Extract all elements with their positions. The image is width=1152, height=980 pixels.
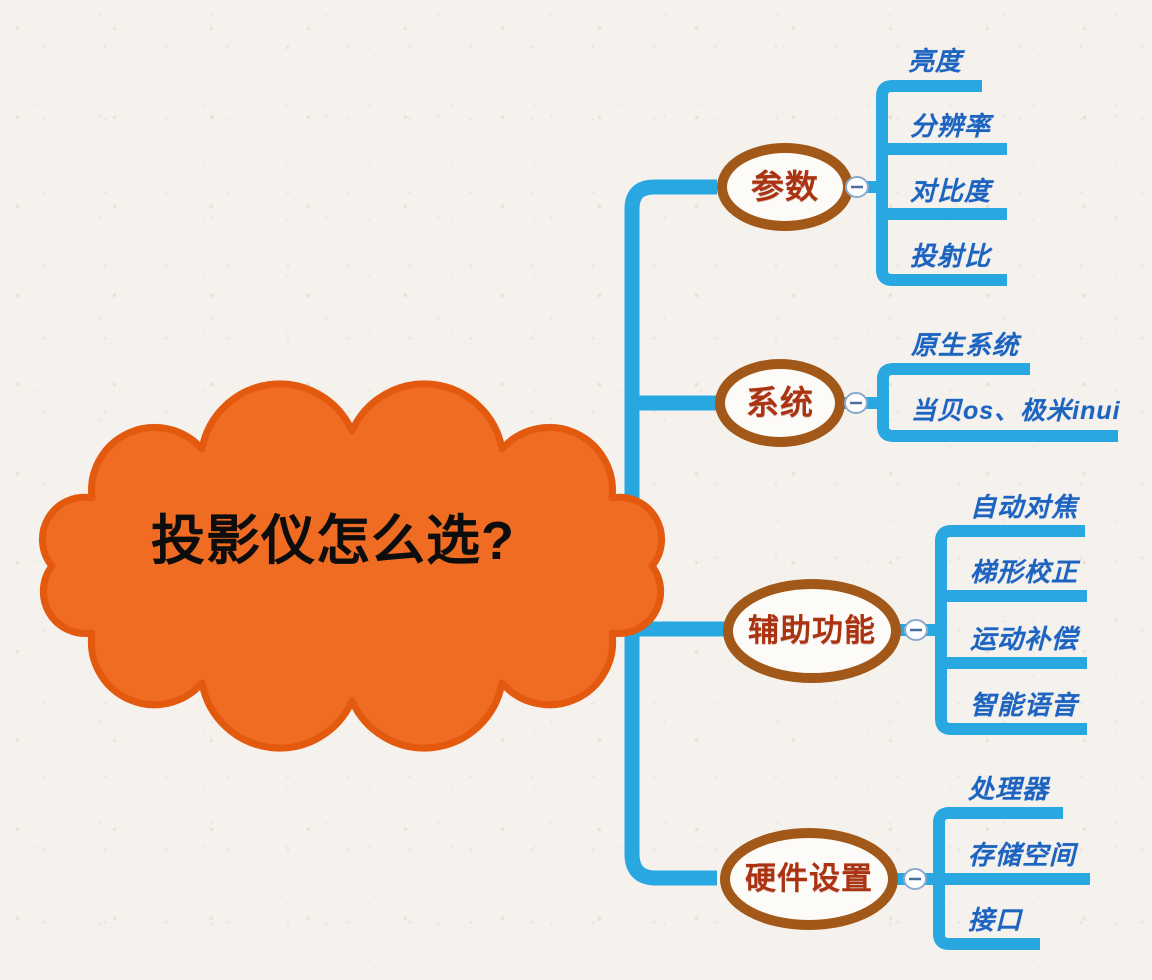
child-label-motion-comp[interactable]: 运动补偿 [970, 624, 1079, 654]
collapse-icon[interactable] [904, 619, 928, 641]
child-label-smart-voice[interactable]: 智能语音 [970, 690, 1079, 720]
collapse-icon[interactable] [844, 392, 868, 414]
child-label-native-system[interactable]: 原生系统 [911, 330, 1020, 360]
child-label-ports[interactable]: 接口 [968, 905, 1023, 935]
topic-label-system[interactable]: 系统 [746, 384, 814, 421]
central-cloud[interactable] [38, 380, 666, 752]
collapse-icon[interactable] [903, 868, 927, 890]
node-hardware[interactable] [720, 828, 898, 930]
topic-label-params[interactable]: 参数 [751, 168, 819, 205]
child-label-autofocus[interactable]: 自动对焦 [970, 492, 1079, 522]
node-system[interactable] [715, 359, 845, 447]
child-label-keystone[interactable]: 梯形校正 [970, 557, 1079, 587]
child-label-os-brands[interactable]: 当贝os、极米inui [911, 397, 1121, 425]
collapse-icons [844, 176, 928, 890]
child-label-throw-ratio[interactable]: 投射比 [910, 241, 992, 271]
central-topic-label[interactable]: 投影仪怎么选? [151, 511, 515, 571]
child-label-resolution[interactable]: 分辨率 [910, 111, 992, 141]
child-connector-assist [935, 525, 1087, 735]
node-assist[interactable] [723, 579, 901, 683]
topic-label-assist[interactable]: 辅助功能 [748, 613, 876, 648]
child-label-storage[interactable]: 存储空间 [968, 840, 1077, 870]
child-connector-system [877, 363, 1118, 442]
child-connector-params [876, 80, 1007, 286]
topic-label-hardware[interactable]: 硬件设置 [745, 861, 873, 896]
child-label-contrast[interactable]: 对比度 [910, 176, 992, 206]
child-label-processor[interactable]: 处理器 [968, 774, 1050, 804]
child-label-brightness[interactable]: 亮度 [908, 46, 963, 76]
collapse-icon[interactable] [845, 176, 869, 198]
